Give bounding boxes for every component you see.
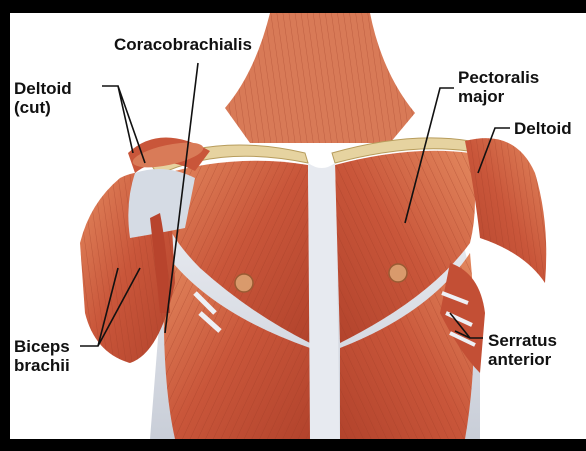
right-nipple	[389, 264, 407, 282]
label-deltoid-cut-line1: Deltoid	[14, 79, 72, 98]
label-pectoralis-line1: Pectoralis	[458, 68, 539, 87]
label-biceps-line1: Biceps	[14, 337, 70, 356]
label-biceps-line2: brachii	[14, 356, 70, 375]
label-serratus-line2: anterior	[488, 350, 557, 369]
label-deltoid-cut-line2: (cut)	[14, 98, 72, 117]
label-deltoid: Deltoid	[514, 119, 572, 138]
label-pectoralis-line2: major	[458, 87, 539, 106]
label-deltoid-cut: Deltoid (cut)	[14, 79, 72, 117]
label-biceps-brachii: Biceps brachii	[14, 337, 70, 375]
left-nipple	[235, 274, 253, 292]
label-serratus-line1: Serratus	[488, 331, 557, 350]
linea-alba	[308, 163, 340, 439]
label-serratus-anterior: Serratus anterior	[488, 331, 557, 369]
illustration-canvas: Coracobrachialis Deltoid (cut) Pectorali…	[10, 13, 586, 439]
label-pectoralis-major: Pectoralis major	[458, 68, 539, 106]
label-coracobrachialis: Coracobrachialis	[114, 35, 252, 54]
